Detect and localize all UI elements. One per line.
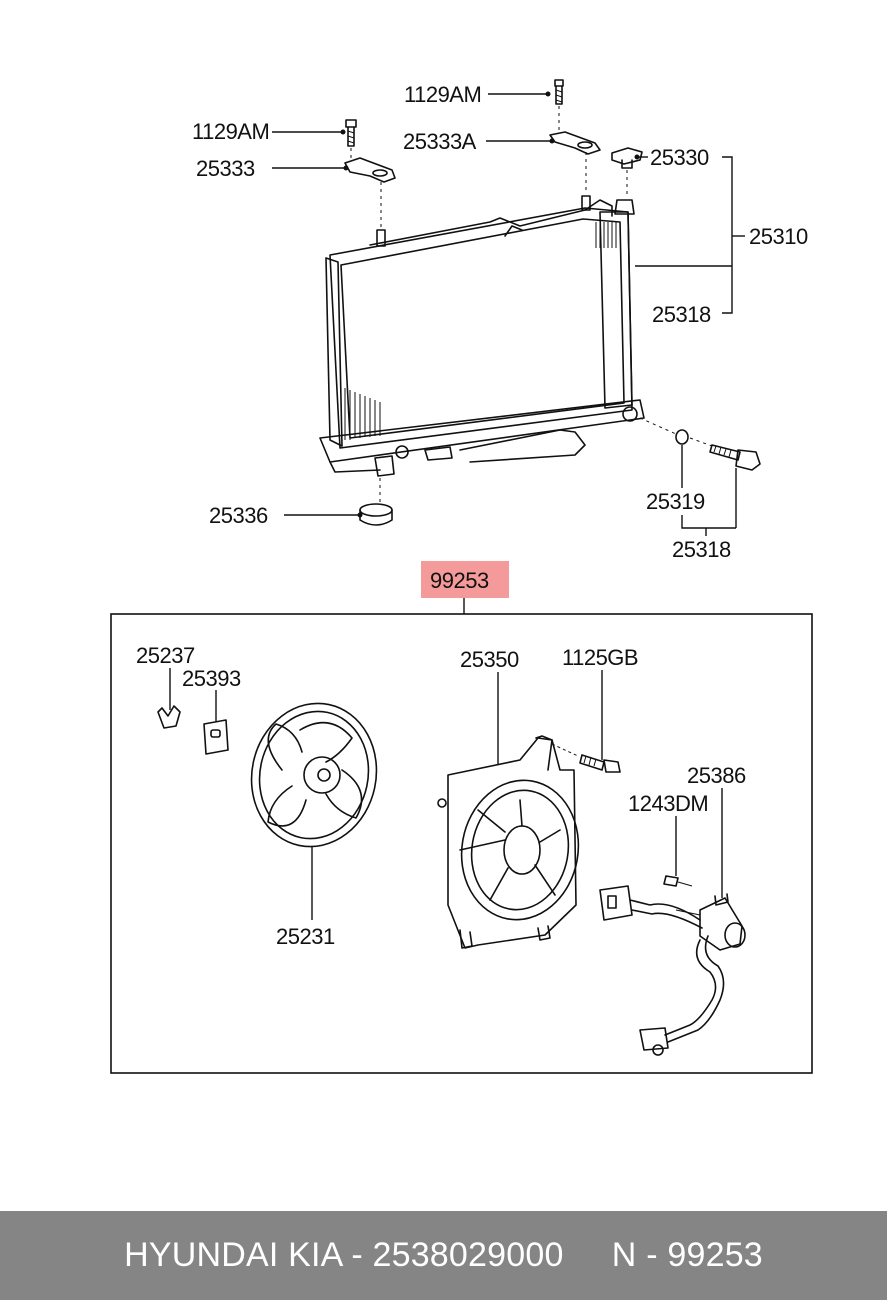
highlight-box bbox=[421, 561, 509, 598]
drain-grommet bbox=[359, 503, 393, 526]
callout-1243dm: 1243DM bbox=[628, 791, 708, 816]
callout-25386: 25386 bbox=[687, 763, 746, 788]
callout-25237: 25237 bbox=[136, 643, 195, 668]
bolt-1129am-left bbox=[345, 119, 357, 147]
screw-1243dm bbox=[663, 875, 693, 887]
fan-blade bbox=[250, 702, 378, 848]
bolt-1129am-right bbox=[554, 79, 564, 105]
callout-25319: 25319 bbox=[646, 489, 705, 514]
radiator bbox=[319, 195, 645, 477]
callout-25318-bottom: 25318 bbox=[672, 537, 731, 562]
radiator-cap bbox=[611, 147, 643, 169]
fan-shroud bbox=[437, 735, 580, 949]
parts-diagram: 1129AM 1129AM 25333A 25333 25330 25310 2… bbox=[110, 79, 813, 1074]
drain-seal bbox=[675, 429, 689, 445]
callout-99253: 99253 bbox=[430, 568, 489, 593]
bracket-25333 bbox=[344, 157, 396, 183]
plate-25393 bbox=[203, 719, 229, 755]
footer-bar: HYUNDAI KIA - 2538029000 N - 99253 bbox=[0, 1211, 887, 1300]
callout-1129am-right: 1129AM bbox=[404, 82, 481, 107]
bracket-25333a bbox=[549, 131, 601, 155]
fan-assembly-box bbox=[110, 613, 813, 1074]
callout-25393: 25393 bbox=[182, 666, 241, 691]
callout-1125gb: 1125GB bbox=[562, 645, 638, 670]
callout-25318-top: 25318 bbox=[652, 302, 711, 327]
callout-25330: 25330 bbox=[650, 145, 709, 170]
callout-1129am-left: 1129AM bbox=[192, 119, 269, 144]
callout-25336: 25336 bbox=[209, 503, 268, 528]
callout-25350: 25350 bbox=[460, 647, 519, 672]
callout-25310: 25310 bbox=[749, 224, 808, 249]
drain-plug bbox=[709, 444, 761, 471]
fan-motor bbox=[599, 885, 746, 1056]
callout-25333: 25333 bbox=[196, 156, 255, 181]
clip-25237 bbox=[157, 705, 181, 729]
callout-25333a: 25333A bbox=[403, 129, 477, 154]
bolt-1125gb bbox=[579, 754, 621, 773]
callout-25231: 25231 bbox=[276, 924, 335, 949]
footer-part-number: HYUNDAI KIA - 2538029000 N - 99253 bbox=[124, 1236, 763, 1274]
